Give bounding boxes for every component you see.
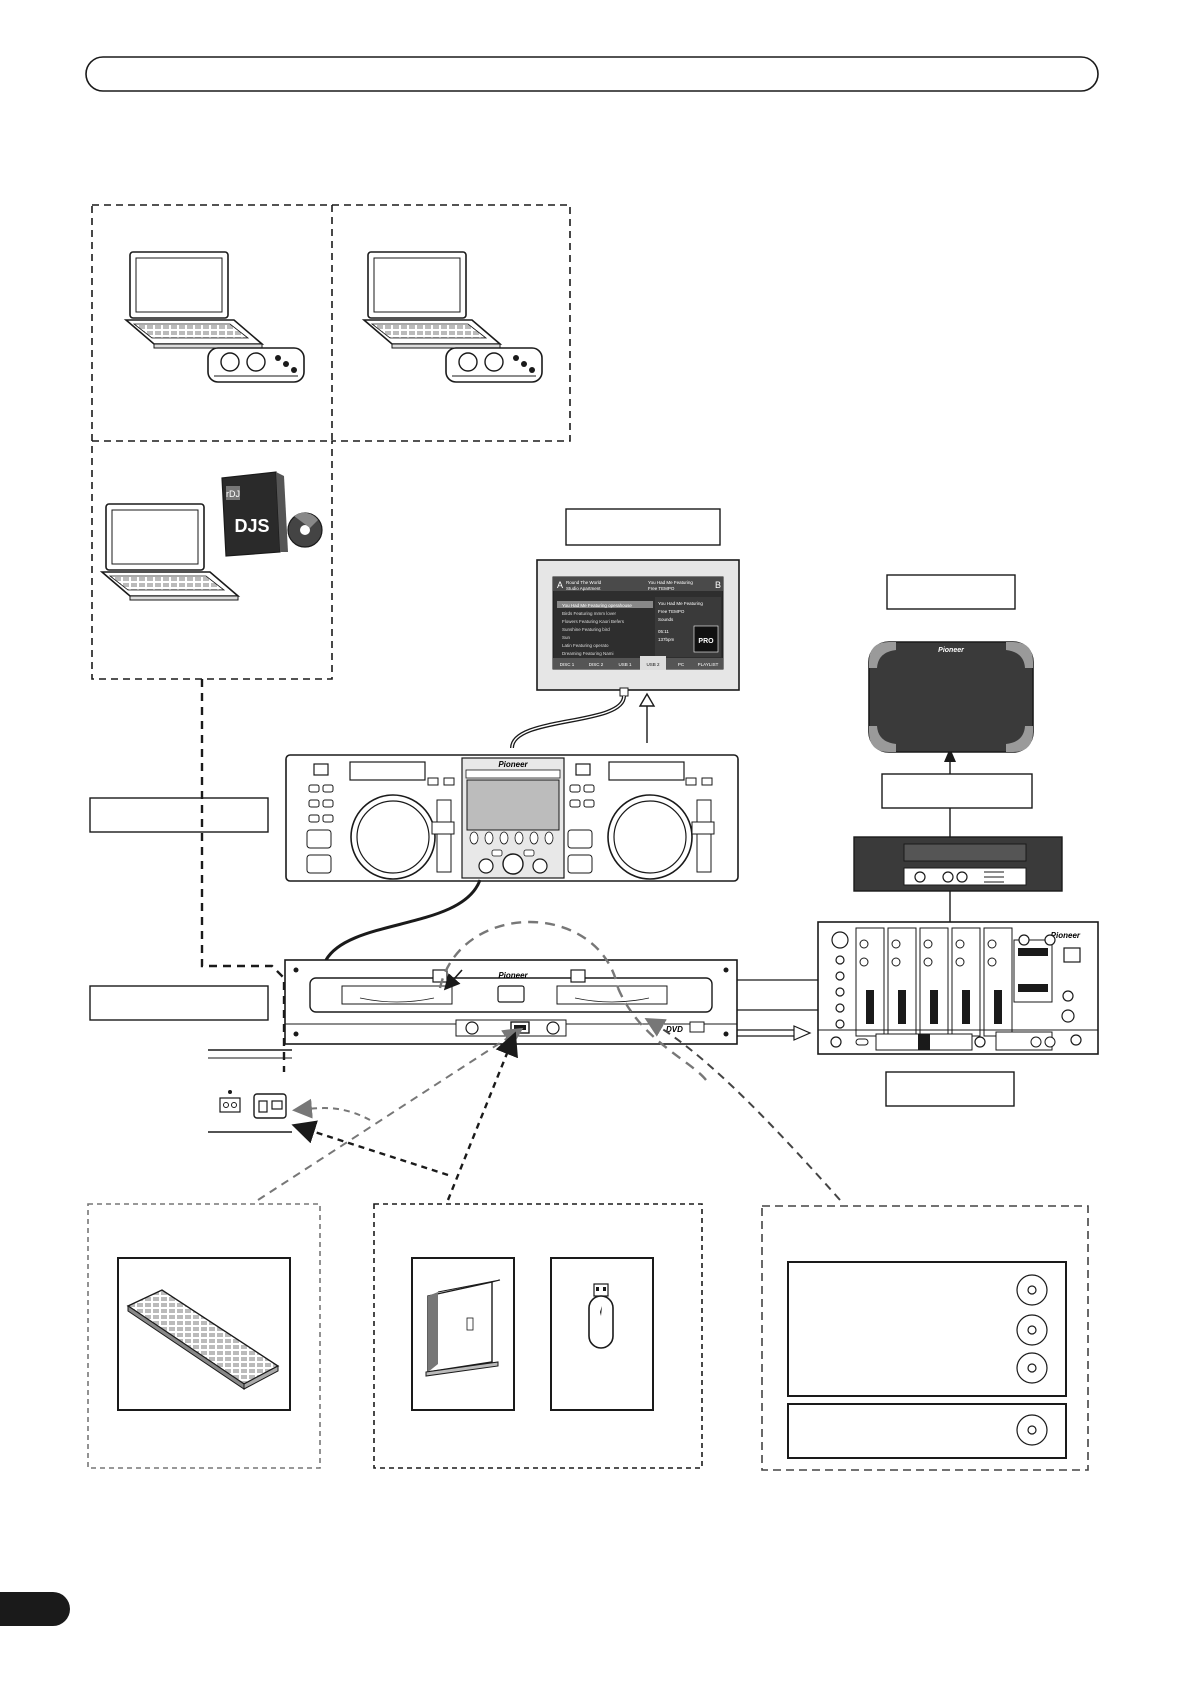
speaker-brand: Pioneer — [938, 647, 965, 654]
rear-port-icon — [219, 1097, 241, 1113]
left-label-upper-box — [89, 797, 269, 833]
monitor-deck-b-track: You Had Me Featuring — [648, 580, 693, 585]
monitor-tab-pc: PC — [678, 662, 685, 667]
external-hdd-icon — [425, 1279, 501, 1377]
player-unit: Pioneer DVD — [284, 959, 820, 1045]
amp-label-box — [881, 773, 1033, 809]
monitor-side-badge: PRO — [698, 638, 714, 645]
monitor-tab-disc2: DISC 2 — [589, 662, 604, 667]
monitor-track-list: You Had Me Featuring operahouse Birds Fe… — [562, 603, 632, 656]
speaker: Pioneer — [868, 641, 1034, 753]
mixer-label-box — [885, 1071, 1015, 1107]
software-box-corner-mark: rDJ — [226, 489, 240, 499]
storage-rear-link — [291, 1120, 449, 1177]
monitor-deck-a-track: Round The World — [566, 580, 602, 585]
monitor-track-4: Sunshine Featuring bird — [562, 627, 610, 632]
software-box-logo: DJS — [234, 516, 269, 536]
monitor-signal-arrow — [638, 692, 656, 743]
monitor-track-7: Dreaming Featuring Nami — [562, 651, 614, 656]
player-mixer-arrow — [737, 1025, 812, 1041]
dj-mixer: Pioneer — [817, 921, 1099, 1055]
monitor-track-1: You Had Me Featuring operahouse — [562, 603, 632, 608]
monitor-info-2: Free TEMPO — [658, 609, 685, 614]
monitor-info-5: 137bpm — [658, 637, 675, 642]
monitor-track-2: Birds Featuring mmm lover — [562, 611, 617, 616]
monitor-info-1: You Had Me Featuring — [658, 601, 703, 606]
player-brand: Pioneer — [498, 971, 528, 980]
laptop-2 — [361, 251, 503, 349]
external-monitor: A B Round The World Studio Apartment You… — [536, 559, 740, 697]
monitor-tab-playlist: PLAYLIST — [698, 662, 719, 667]
storage-group — [373, 1203, 703, 1469]
rear-usb-a-port — [271, 1100, 283, 1110]
dj-controller-1 — [207, 347, 305, 383]
speaker-label-box — [886, 574, 1016, 610]
software-package: rDJ DJS — [221, 471, 323, 557]
controller-unit: Pioneer — [285, 754, 739, 882]
monitor-track-3: Flowers Featuring Kaori Befers — [562, 619, 625, 624]
controller-player-cable — [324, 879, 482, 961]
monitor-info-4: 05:11 — [658, 629, 669, 634]
monitor-deck-b: B — [715, 580, 721, 590]
display-label-box — [565, 508, 721, 546]
computer-link-dashed-cable — [200, 679, 286, 1072]
monitor-tab-usb2: USB 2 — [646, 662, 660, 667]
monitor-tab-disc1: DISC 1 — [560, 662, 575, 667]
computer-group — [91, 204, 571, 680]
header-bar — [85, 56, 1099, 92]
monitor-cable-highlight — [511, 695, 625, 749]
laptop-3 — [99, 503, 241, 601]
player-badge: DVD — [666, 1025, 683, 1034]
page-number-tab — [0, 1592, 70, 1626]
controller-brand: Pioneer — [498, 760, 528, 769]
storage-link — [446, 1031, 518, 1201]
disc-icons — [1016, 1274, 1048, 1446]
rear-panel-detail — [208, 1049, 292, 1133]
left-label-lower-box — [89, 985, 269, 1021]
monitor-cable — [510, 695, 626, 749]
laptop-1 — [123, 251, 265, 349]
keyboard-link — [257, 1027, 524, 1201]
disc-loading-arc — [438, 920, 620, 989]
mixer-channels — [855, 927, 1013, 1037]
keyboard-icon — [126, 1289, 280, 1390]
keyboard-rear-link — [292, 1098, 371, 1121]
monitor-deck-a: A — [557, 580, 563, 590]
power-amplifier — [853, 836, 1063, 892]
disc-link — [644, 1017, 841, 1201]
monitor-deck-a-artist: Studio Apartment — [566, 586, 601, 591]
rear-usb-b-port — [258, 1100, 268, 1113]
monitor-track-6: Latin Featuring operato — [562, 643, 609, 648]
mixer-brand: Pioneer — [1051, 931, 1081, 940]
usb-memory-icon — [588, 1283, 614, 1349]
monitor-track-5: Sun — [562, 635, 571, 640]
keyboard-group — [87, 1203, 321, 1469]
dj-controller-2 — [445, 347, 543, 383]
monitor-info-3: Sounds — [658, 617, 674, 622]
disc-loading-arc-2 — [616, 987, 707, 1081]
monitor-tab-usb1: USB 1 — [618, 662, 632, 667]
disc-group — [761, 1205, 1089, 1471]
monitor-deck-b-artist: Free TEMPO — [648, 586, 675, 591]
